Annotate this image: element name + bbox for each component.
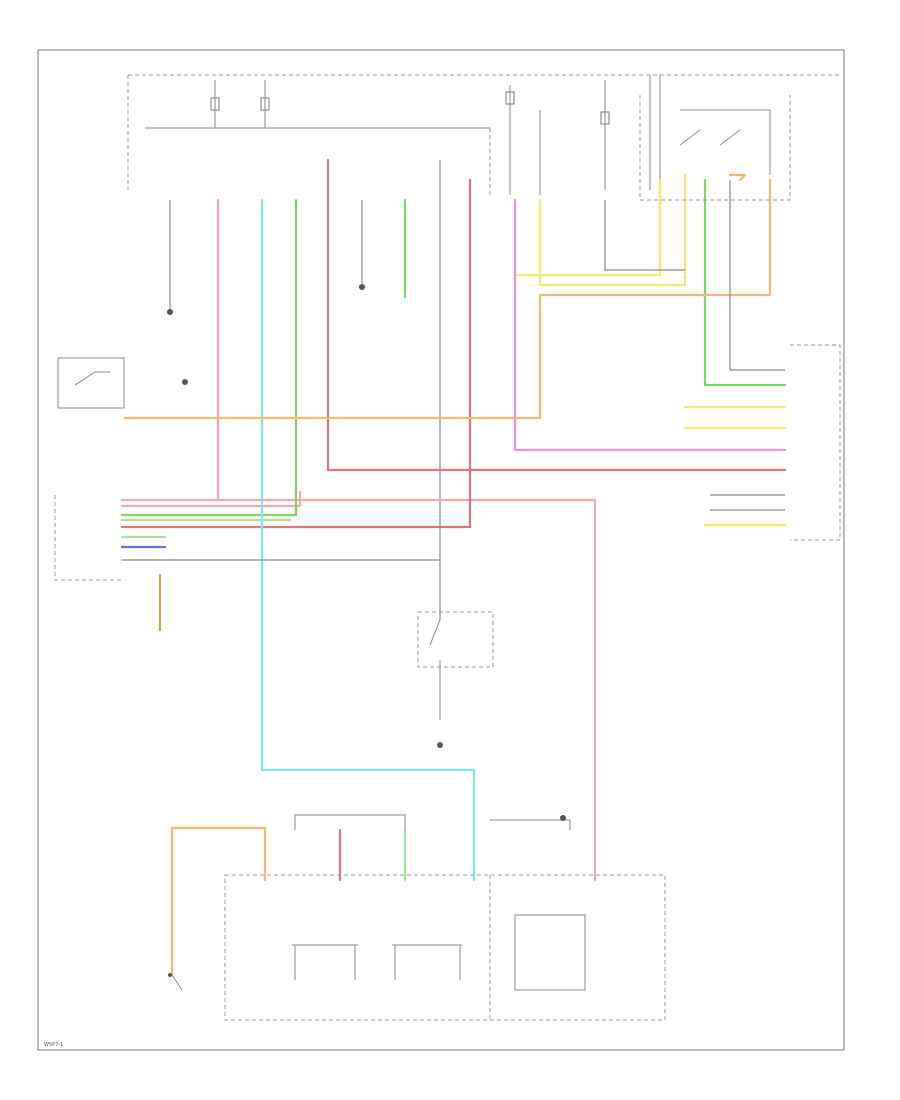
diagram-frame — [37, 49, 845, 1051]
right-connector — [790, 344, 841, 541]
motor-icon — [57, 357, 188, 409]
cyan-wire — [260, 198, 476, 882]
orange-wire-2 — [170, 826, 267, 977]
relay-icon — [639, 95, 791, 201]
orange-wire-1 — [123, 178, 772, 420]
green-wire-1 — [120, 198, 298, 517]
pink-wire-3 — [120, 490, 302, 508]
orange-wire-3 — [728, 173, 747, 182]
control-module — [224, 814, 666, 1021]
green-wire-3 — [703, 178, 787, 387]
ground-icon — [167, 160, 443, 748]
pink-wire-2 — [216, 498, 597, 882]
red-wire-1 — [326, 158, 787, 472]
fuse-icon — [210, 91, 610, 125]
gray-wire-3 — [729, 180, 785, 371]
switch-icon — [168, 610, 494, 991]
magenta-wire — [513, 198, 787, 452]
yellow-wire-2 — [513, 178, 662, 277]
left-connector — [54, 495, 122, 581]
footer-code: W5P7-1 — [44, 1042, 63, 1048]
yellow-wire-1 — [538, 173, 687, 287]
gray-wire-2 — [604, 200, 685, 271]
red-wire-2 — [120, 178, 472, 529]
top-junction-block — [127, 74, 840, 195]
